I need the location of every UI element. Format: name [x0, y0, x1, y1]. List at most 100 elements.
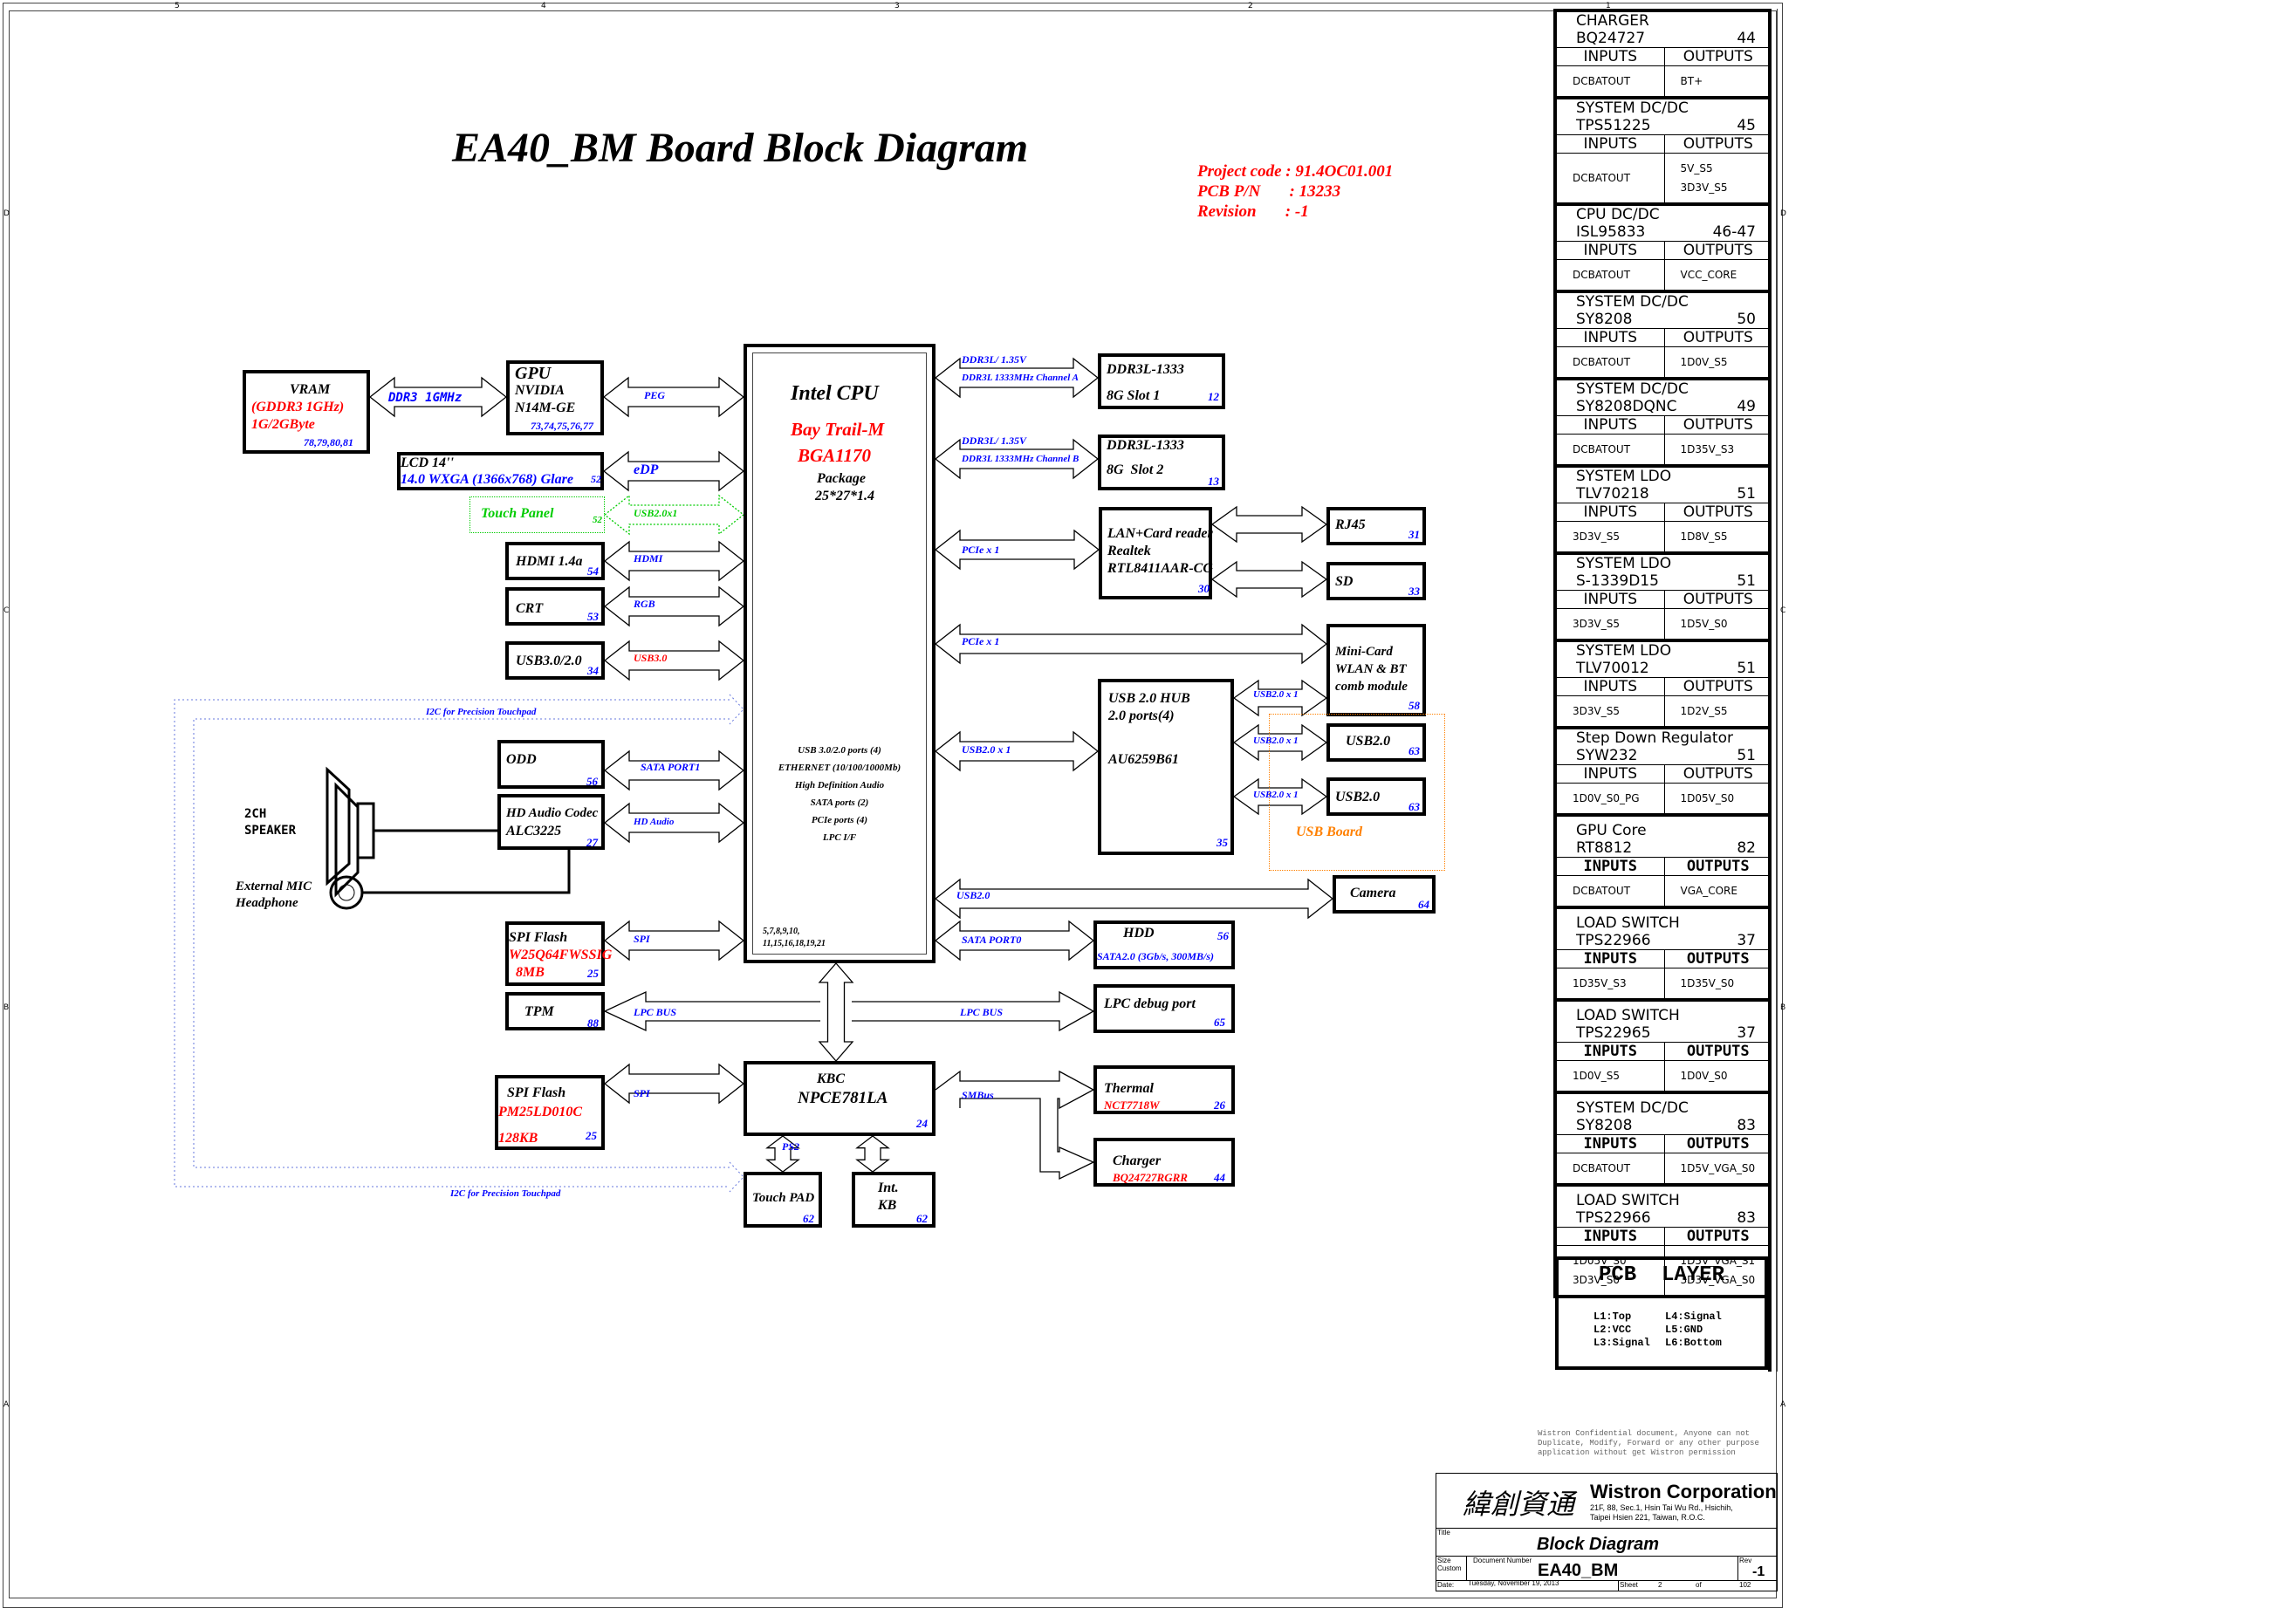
power-output: 1D05V_S0: [1680, 792, 1735, 804]
touch-panel-page: 52: [593, 515, 602, 525]
ddr-slot1-block[interactable]: DDR3L-1333 8G Slot 1 12: [1098, 353, 1225, 409]
power-input: DCBATOUT: [1573, 269, 1631, 281]
spi-flash2-block[interactable]: SPI Flash PM25LD010C 128KB 25: [495, 1075, 605, 1150]
power-output: 1D2V_S5: [1680, 705, 1728, 717]
vram-block[interactable]: VRAM (GDDR3 1GHz) 1G/2GByte 78,79,80,81: [243, 370, 370, 454]
usb3-block[interactable]: USB3.0/2.0 34: [505, 641, 605, 680]
power-input: 3D3V_S5: [1573, 618, 1620, 630]
audio-codec-block[interactable]: HD Audio Codec ALC3225 27: [497, 794, 605, 850]
power-output: 1D5V_VGA_S0: [1680, 1162, 1756, 1174]
charger-block[interactable]: Charger BQ24727RGRR 44: [1093, 1138, 1235, 1187]
rev-label: Rev: [1739, 1557, 1752, 1564]
cpu-feature: USB 3.0/2.0 ports (4): [798, 745, 881, 756]
ddr2-page: 13: [1208, 475, 1219, 488]
touchpad-page: 62: [803, 1212, 814, 1225]
outputs-header: OUTPUTS: [1686, 1135, 1750, 1153]
document-number-label: Document Number: [1473, 1557, 1532, 1564]
power-category: Step Down Regulator: [1576, 729, 1733, 747]
bus-pcie-lan: PCIe x 1: [962, 544, 1000, 556]
zone-col-4: 4: [541, 2, 546, 10]
odd-page: 56: [586, 775, 598, 788]
date-label: Date:: [1437, 1581, 1455, 1589]
power-input: 3D3V_S0: [1573, 1274, 1620, 1286]
bus-ps2: PS2: [782, 1140, 800, 1153]
ddr2-slot: 8G Slot 2: [1107, 462, 1164, 477]
camera-block[interactable]: Camera 64: [1333, 875, 1436, 914]
bus-ddr-b-voltage: DDR3L/ 1.35V: [962, 435, 1027, 447]
bus-usb-hub: USB2.0 x 1: [962, 743, 1011, 756]
i2c-bottom-label: I2C for Precision Touchpad: [450, 1188, 561, 1199]
zone-row-c-right: C: [1780, 606, 1786, 615]
zone-row-c: C: [3, 606, 10, 615]
touchpad-title: Touch PAD: [752, 1191, 815, 1205]
power-page: 45: [1737, 117, 1756, 134]
ddr-slot2-block[interactable]: DDR3L-1333 8G Slot 2 13: [1098, 435, 1225, 490]
inputs-header: INPUTS: [1557, 950, 1665, 968]
speaker-icon-2: [334, 782, 360, 898]
power-input: 1D35V_S3: [1573, 977, 1627, 989]
bus-touch-usb: USB2.0x1: [634, 507, 678, 519]
zone-col-5: 5: [175, 2, 180, 10]
company-address-1: 21F, 88, Sec.1, Hsin Tai Wu Rd., Hsichih…: [1590, 1503, 1733, 1512]
kbc-block[interactable]: KBC NPCE781LA 24: [744, 1061, 936, 1136]
usb-hub-ports: 2.0 ports(4): [1108, 708, 1175, 723]
power-input: DCBATOUT: [1573, 75, 1631, 87]
power-page: 83: [1737, 1209, 1756, 1227]
bus-pcie-mini: PCIe x 1: [962, 635, 1000, 647]
touchpad-block[interactable]: Touch PAD 62: [744, 1172, 822, 1228]
tpm-page: 88: [587, 1016, 599, 1030]
arrow-edp: [602, 450, 745, 492]
hdmi-block[interactable]: HDMI 1.4a 54: [505, 542, 605, 580]
spi-flash2-title: SPI Flash: [507, 1085, 566, 1100]
power-category: LOAD SWITCH: [1576, 1007, 1680, 1024]
tpm-block[interactable]: TPM 88: [505, 992, 605, 1030]
spi-flash2-page: 25: [586, 1129, 597, 1142]
cpu-block[interactable]: Intel CPU Bay Trail-M BGA1170 Package 25…: [744, 344, 936, 963]
lpc-debug-block[interactable]: LPC debug port 65: [1093, 984, 1235, 1033]
bus-spi2: SPI: [634, 1087, 650, 1099]
hdd-block[interactable]: HDD 56 SATA2.0 (3Gb/s, 300MB/s): [1093, 921, 1235, 969]
power-part: RT8812: [1576, 839, 1633, 857]
minicard-block[interactable]: Mini-Card WLAN & BT comb module 58: [1326, 624, 1426, 716]
thermal-block[interactable]: Thermal NCT7718W 26: [1093, 1065, 1235, 1114]
bus-ddr3-vram: DDR3 1GMHz: [388, 391, 463, 405]
gpu-block[interactable]: GPU NVIDIA N14M-GE 73,74,75,76,77: [506, 360, 604, 435]
lcd-block[interactable]: LCD 14'' 14.0 WXGA (1366x768) Glare 52: [397, 452, 604, 490]
rj45-block[interactable]: RJ45 31: [1326, 507, 1426, 545]
hdd-spec: SATA2.0 (3Gb/s, 300MB/s): [1097, 950, 1215, 962]
power-input: 1D0V_S0_PG: [1573, 792, 1640, 804]
touch-panel-block[interactable]: Touch Panel 52: [469, 496, 605, 533]
bus-sata1: SATA PORT1: [641, 761, 701, 773]
int-kb-block[interactable]: Int. KB 62: [852, 1172, 936, 1228]
inputs-header: INPUTS: [1557, 591, 1665, 608]
arrow-smbus: [935, 1070, 1095, 1181]
power-output: 1D0V_S0: [1680, 1070, 1728, 1082]
outputs-header: OUTPUTS: [1683, 503, 1753, 521]
outputs-header: OUTPUTS: [1683, 591, 1753, 608]
usb20b-block[interactable]: USB2.0 63: [1326, 777, 1426, 816]
usb20a-block[interactable]: USB2.0 63: [1326, 723, 1426, 762]
int-kb-page: 62: [916, 1212, 928, 1225]
spi-flash2-part: PM25LD010C: [498, 1105, 582, 1119]
arrow-hd-audio: [603, 802, 745, 844]
headphone-label-1: External MIC: [236, 879, 312, 893]
crt-block[interactable]: CRT 53: [505, 587, 605, 626]
i2c-path-inner: [193, 718, 730, 1168]
spi-flash1-block[interactable]: SPI Flash W25Q64FWSSIG 8MB 25: [505, 921, 612, 986]
lan-card-reader-block[interactable]: LAN+Card reader Realtek RTL8411AAR-CG 30: [1099, 507, 1213, 599]
sd-block[interactable]: SD 33: [1326, 562, 1426, 600]
odd-block[interactable]: ODD 56: [497, 740, 605, 789]
power-part: SY8208DQNC: [1576, 398, 1677, 415]
usb-hub-block[interactable]: USB 2.0 HUB 2.0 ports(4) AU6259B61 35: [1098, 679, 1234, 855]
ddr1-slot: 8G Slot 1: [1107, 388, 1161, 403]
inputs-header: INPUTS: [1557, 329, 1665, 346]
power-part: TPS22965: [1576, 1024, 1651, 1042]
